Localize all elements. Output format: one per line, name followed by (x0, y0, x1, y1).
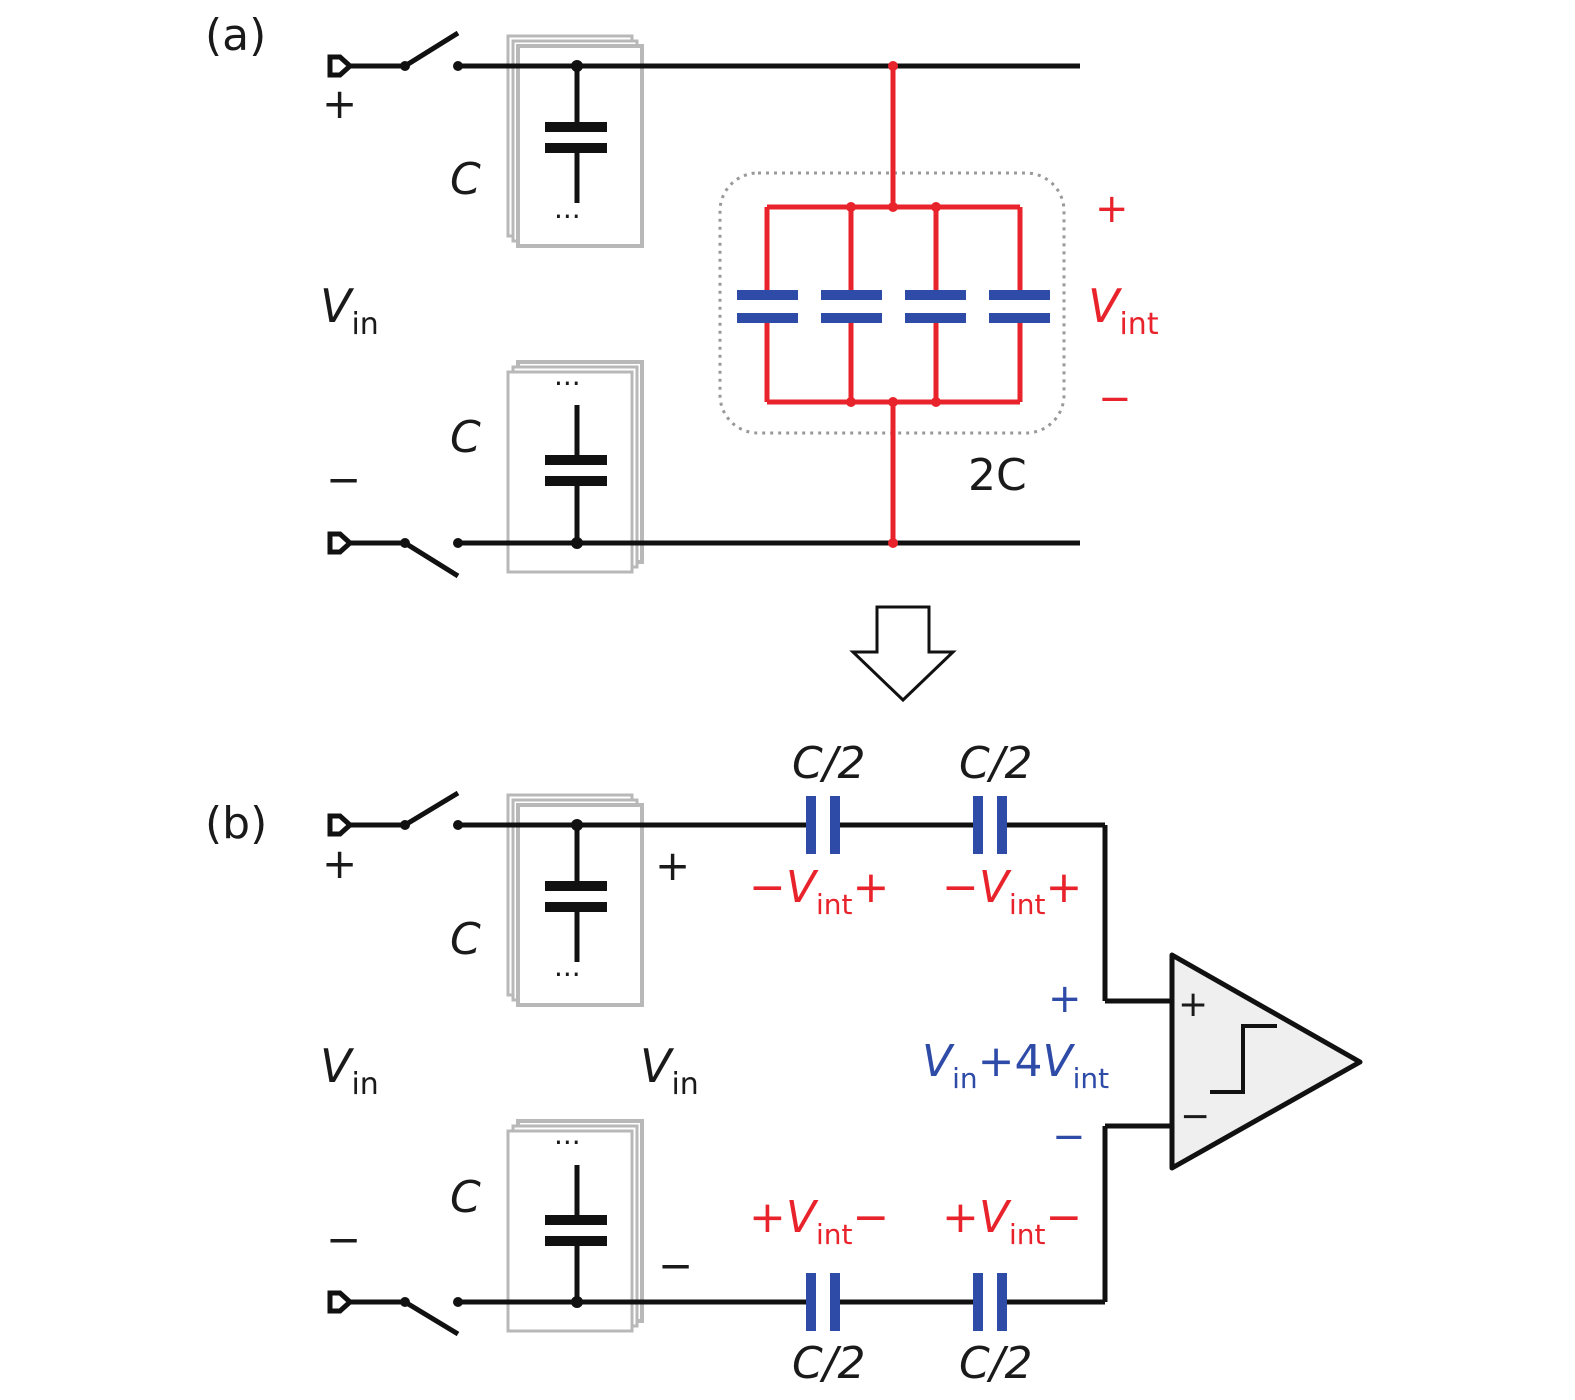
top-terminal-sign-b: + (322, 839, 357, 888)
bottom-terminal-sign-b: − (326, 1215, 361, 1264)
bottom-cap-label: C (450, 412, 481, 463)
top-cap-label: C (450, 154, 481, 205)
vin-label: Vin (320, 279, 379, 342)
vin-mid-label: Vin (640, 1039, 699, 1102)
series-capacitor-plates (806, 796, 1007, 1331)
comparator-plus: + (1178, 984, 1208, 1025)
panel-b-capacitor-plates (545, 881, 607, 1246)
cap-bot1-label: C/2 (792, 1338, 866, 1389)
top-cap-dots-b: ··· (554, 958, 581, 991)
top1-vint-label: −Vint+ (749, 862, 889, 921)
comparator-minus: − (1180, 1096, 1210, 1137)
panel-a: (a) (205, 10, 1159, 579)
mid-minus: − (658, 1241, 693, 1290)
vint-label: Vint (1088, 279, 1159, 342)
panel-a-wires (327, 30, 1080, 579)
panel-b-junction-dots (400, 819, 583, 1308)
bottom-capacitor-stack (506, 360, 644, 574)
cap-top1-label: C/2 (792, 738, 866, 789)
bottom-cap-label-b: C (450, 1172, 481, 1223)
out-plus: + (1048, 976, 1082, 1022)
top-capacitor-stack-b (506, 793, 644, 1007)
capacitor-bank-boundary (718, 171, 1066, 435)
panel-a-tag: (a) (205, 10, 266, 61)
capacitor-bank-dots (846, 61, 941, 548)
out-minus: − (1052, 1114, 1086, 1160)
cap-bot2-label: C/2 (959, 1338, 1033, 1389)
bottom-capacitor-stack-b (506, 1119, 644, 1333)
top-cap-label-b: C (450, 914, 481, 965)
panel-b-wires (327, 790, 1172, 1337)
panel-b: (b) (205, 738, 1363, 1389)
bot2-vint-label: +Vint− (942, 1192, 1082, 1251)
top-cap-dots: ··· (554, 200, 581, 233)
panel-a-capacitor-plates (545, 122, 607, 486)
vint-minus: − (1098, 376, 1132, 422)
panel-b-tag: (b) (205, 798, 267, 849)
bottom-cap-dots: ··· (554, 367, 581, 400)
panel-a-junction-dots (400, 60, 583, 549)
comparator: + − (1169, 952, 1363, 1171)
cap-top2-label: C/2 (959, 738, 1033, 789)
top-terminal-sign: + (322, 79, 357, 128)
bottom-cap-dots-b: ··· (554, 1126, 581, 1159)
top2-vint-label: −Vint+ (942, 862, 1082, 921)
bot1-vint-label: +Vint− (749, 1192, 889, 1251)
step-icon (1210, 1024, 1277, 1094)
mid-plus: + (655, 841, 690, 890)
vin-left-label: Vin (320, 1039, 379, 1102)
capacitor-bank-plates (737, 290, 1050, 323)
out-voltage-label: Vin+4Vint (922, 1036, 1109, 1095)
down-arrow-icon (849, 605, 957, 703)
bank-label: 2C (968, 450, 1027, 501)
vint-plus: + (1095, 186, 1129, 232)
bottom-terminal-sign: − (326, 455, 361, 504)
